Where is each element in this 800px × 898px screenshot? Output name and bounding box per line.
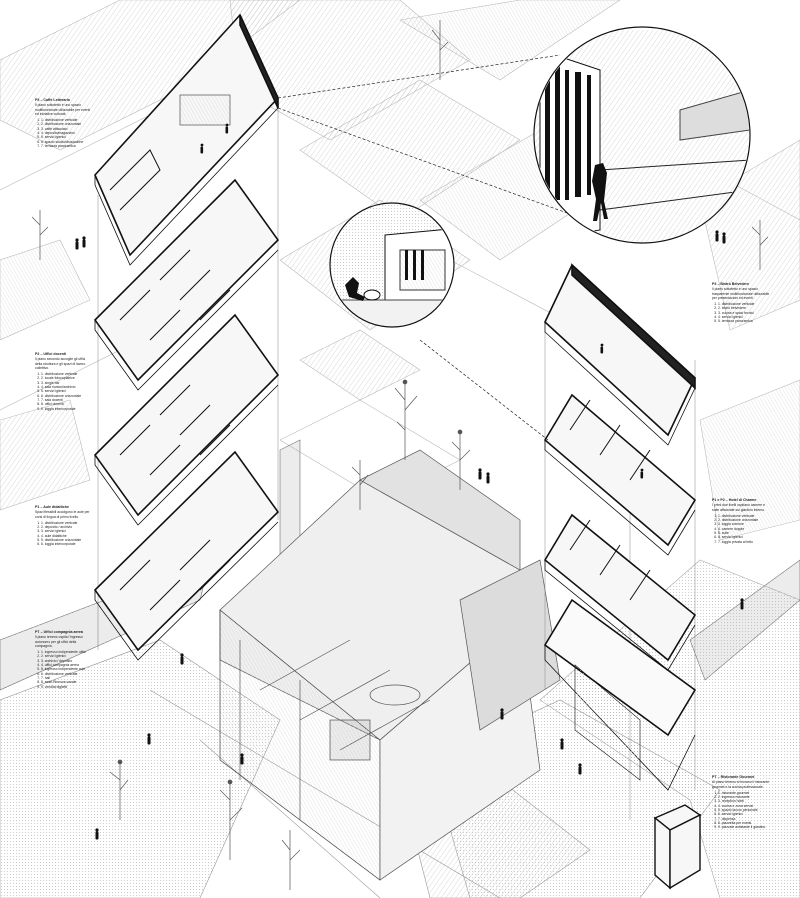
- note-item: 7. loggia privata al letto: [718, 540, 770, 544]
- note-item: 1. ristorante gourmet: [718, 791, 770, 795]
- note-item: 3. archivio / deposito: [41, 659, 93, 663]
- note-list: 1. distribuzione verticale 2. distribuzi…: [35, 118, 93, 148]
- note-item: 1. distribuzione verticale: [41, 118, 93, 122]
- note-left-pt: PT – Uffici compagnia aerea Il piano ter…: [35, 630, 93, 689]
- note-item: 9. piazzale antistante il giardino: [718, 825, 770, 829]
- note-item: 2. bistrò belvedere: [718, 306, 770, 310]
- note-list: 1. ingresso indipendente uffici 2. servi…: [35, 650, 93, 689]
- note-item: 3. cucina e spazi tecnici: [718, 311, 770, 315]
- note-item: 7. dispensa: [718, 817, 770, 821]
- note-left-p3: P3 – Caffè Letterario Il piano sottotett…: [35, 98, 93, 148]
- note-text: I primi due livelli ospitano camere e su…: [712, 503, 766, 512]
- note-item: 5. servizi igienici: [41, 389, 93, 393]
- note-item: 3. caffè affacciato: [41, 127, 93, 131]
- note-title: PT – Uffici compagnia aerea: [35, 630, 83, 634]
- plate-left-p1: [93, 313, 280, 526]
- note-item: 4. camere doppie: [718, 527, 770, 531]
- note-item: 9. loggia intercorporale: [41, 407, 93, 411]
- note-item: 5. spazio lavoro personale: [718, 808, 770, 812]
- note-item: 1. distribuzione verticale: [41, 372, 93, 376]
- note-item: 3. reception hotel: [718, 799, 770, 803]
- note-text: Il piano sottotetto è uno spazio multifu…: [35, 103, 91, 116]
- note-item: 4. servizi igienici: [718, 315, 770, 319]
- note-list: 1. distribuzione verticale 2. locale fot…: [35, 372, 93, 411]
- note-title: P2 – Uffici docenti: [35, 352, 67, 356]
- note-item: 7. sala docenti: [41, 398, 93, 402]
- note-list: 1. distribuzione verticale 2. bistrò bel…: [712, 302, 770, 323]
- note-item: 2. distribuzione orizzontale: [718, 518, 770, 522]
- plate-left-p2: [93, 178, 280, 391]
- note-right-pt: PT – Ristorante Gourmet Al piano terreno…: [712, 775, 770, 830]
- note-item: 7. terrazza panoramica: [41, 144, 93, 148]
- note-left-p2: P2 – Uffici docenti Il piano secondo acc…: [35, 352, 93, 411]
- perspective-insets: [277, 26, 751, 441]
- note-item: 8. piazzetta per eventi: [718, 821, 770, 825]
- note-item: 6. servizi igienici: [718, 535, 770, 539]
- note-right-p3: P3 – Bistrò Belvedere Il piano sottotett…: [712, 282, 770, 324]
- note-title: P1 – Aule didattiche: [35, 505, 70, 509]
- note-item: 5. terrazza panoramica: [718, 319, 770, 323]
- inset-lounge-view: [329, 202, 455, 328]
- note-item: 5. distribuzione orizzontale: [41, 538, 93, 542]
- note-item: 2. servizi igienici: [41, 654, 93, 658]
- note-item: 5. servizi igienici: [41, 135, 93, 139]
- note-title: P3 – Caffè Letterario: [35, 98, 70, 102]
- plate-right-pt: [543, 598, 697, 791]
- note-item: 2. distribuzione orizzontale: [41, 122, 93, 126]
- note-item: 3. single bar: [41, 381, 93, 385]
- note-title: P1 e P2 – Hotel di Charme: [712, 498, 757, 502]
- note-text: Il piano terreno ospita l'ingresso auton…: [35, 635, 83, 648]
- plate-left-pt: [93, 450, 280, 661]
- note-item: 8. uffici docenti: [41, 402, 93, 406]
- trees: [31, 20, 769, 890]
- note-item: 6. servizi igienici: [718, 812, 770, 816]
- note-text: Il piano secondo accoglie gli uffici del…: [35, 357, 86, 370]
- note-item: 6. distribuzione verticale: [41, 672, 93, 676]
- plate-right-p2: [543, 393, 697, 556]
- note-item: 4. deposito/magazzino: [41, 131, 93, 135]
- note-item: 1. distribuzione verticale: [41, 521, 93, 525]
- plate-right-p1: [543, 513, 697, 671]
- note-list: 1. ristorante gourmet 2. ingresso ristor…: [712, 791, 770, 830]
- note-item: 1. ingresso indipendente uffici: [41, 650, 93, 654]
- right-floor-stack: [543, 263, 697, 791]
- note-item: 2. ingresso ristorante: [718, 795, 770, 799]
- note-item: 1. distribuzione verticale: [718, 302, 770, 306]
- left-floor-stack: [93, 13, 280, 661]
- note-list: 1. distribuzione verticale 2. distribuzi…: [712, 514, 770, 544]
- note-text: Al piano terreno si trovano il ristorant…: [712, 780, 770, 789]
- note-item: 2. deposito / archivio: [41, 525, 93, 529]
- note-item: 6. spazio studio/discussione: [41, 140, 93, 144]
- note-item: 3. servizi igienici: [41, 529, 93, 533]
- plate-left-p3: [94, 13, 279, 266]
- note-item: 4. cucina e zona servizi: [718, 804, 770, 808]
- note-title: PT – Ristorante Gourmet: [712, 775, 755, 779]
- note-item: 2. locale fotocopiatrice: [41, 376, 93, 380]
- note-title: P3 – Bistrò Belvedere: [712, 282, 749, 286]
- note-item: 5. ingresso indipendente aule: [41, 667, 93, 671]
- note-item: 4. sala riunioni/archivio: [41, 385, 93, 389]
- note-text: Spazi flessibili accolgono le aule per c…: [35, 510, 90, 519]
- note-text: Il piano sottotetto è uno spazio traspar…: [712, 287, 770, 300]
- note-item: 4. aule didattiche: [41, 534, 93, 538]
- note-list: 1. distribuzione verticale 2. deposito /…: [35, 521, 93, 547]
- note-item: 6. loggia intercorporale: [41, 542, 93, 546]
- small-pavilion: [653, 804, 702, 890]
- note-item: 8. sede Rinnova canale: [41, 680, 93, 684]
- note-item: 7. hall: [41, 676, 93, 680]
- note-item: 4. uffici compagnia aerea: [41, 663, 93, 667]
- ground-floor-building: [219, 449, 561, 881]
- note-item: 1. distribuzione verticale: [718, 514, 770, 518]
- inset-bistro-view: [533, 26, 751, 244]
- note-right-p1p2: P1 e P2 – Hotel di Charme I primi due li…: [712, 498, 770, 544]
- note-item: 6. distribuzione orizzontale: [41, 394, 93, 398]
- note-left-p1: P1 – Aule didattiche Spazi flessibili ac…: [35, 505, 93, 547]
- note-item: 3. loggia comune: [718, 522, 770, 526]
- human-figures: [75, 123, 744, 840]
- note-item: 5. suite: [718, 531, 770, 535]
- note-item: 9. vendita biglietti: [41, 685, 93, 689]
- plate-right-p3: [544, 263, 696, 446]
